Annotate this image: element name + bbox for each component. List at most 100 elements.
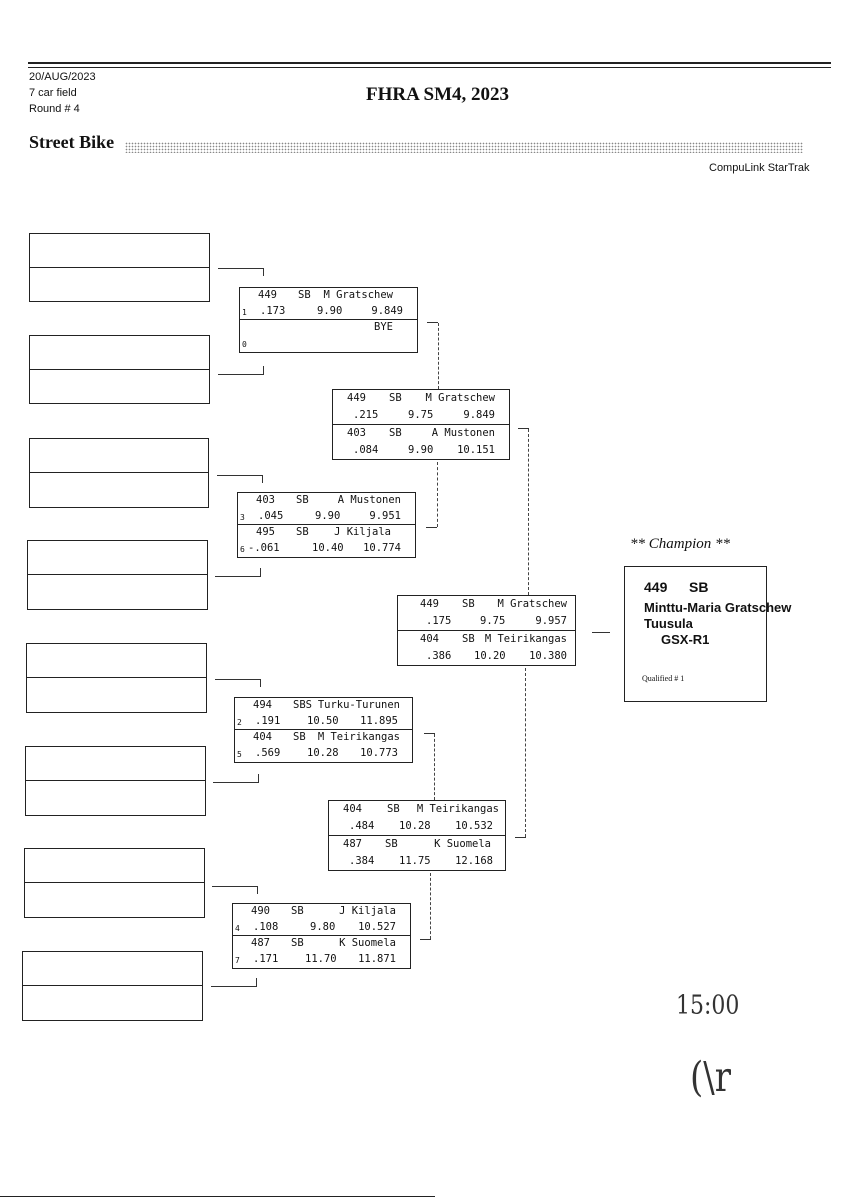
connector — [424, 733, 435, 734]
driver-name: K Suomela — [339, 937, 396, 949]
handwritten-initials: (\r — [690, 1054, 731, 1102]
dial-in: 10.28 — [307, 747, 339, 759]
dashed-connector — [525, 668, 526, 837]
connector — [213, 782, 259, 783]
class-name: Street Bike — [29, 132, 115, 152]
reaction-time: .386 — [426, 650, 452, 662]
round2-match-1: 449 SB M Gratschew .215 9.75 9.849 403 S… — [332, 389, 510, 460]
connector — [256, 978, 257, 986]
connector — [212, 886, 258, 887]
connector — [217, 475, 263, 476]
entry-slot: 487 SB K Suomela .384 11.75 12.168 — [329, 836, 505, 868]
dial-in: 10.40 — [312, 542, 344, 554]
round1-match-1: 449 SB M Gratschew 1 .173 9.90 9.849 BYE… — [239, 287, 418, 353]
reaction-time: .084 — [353, 444, 379, 456]
driver-name: A Mustonen — [337, 494, 401, 506]
connector — [257, 886, 258, 894]
elapsed-time: 11.871 — [358, 953, 396, 965]
class-code: SB — [389, 427, 402, 439]
round2-match-2: 404 SB M Teirikangas .484 10.28 10.532 4… — [328, 800, 506, 871]
class-code: SB — [462, 598, 475, 610]
class-dot-leader — [125, 142, 803, 153]
driver-name: M Teirikangas — [484, 633, 567, 645]
dial-in: 9.90 — [315, 510, 341, 522]
dial-in: 9.80 — [310, 921, 336, 933]
elapsed-time: 9.951 — [369, 510, 401, 522]
final-match: 449 SB M Gratschew .175 9.75 9.957 404 S… — [397, 595, 576, 666]
driver-name: A Mustonen — [431, 427, 495, 439]
software-credit: CompuLink StarTrak — [709, 162, 810, 174]
driver-name: J Kiljala — [339, 905, 396, 917]
dial-in: 10.20 — [474, 650, 506, 662]
car-number: 449 — [347, 392, 366, 404]
reaction-time: .191 — [255, 715, 281, 727]
field-size: 7 car field — [29, 87, 77, 99]
car-number: 404 — [343, 803, 362, 815]
elapsed-time: 9.957 — [535, 615, 567, 627]
reaction-time: .569 — [255, 747, 281, 759]
champion-vehicle: GSX-R1 — [661, 632, 710, 647]
dial-in: 11.75 — [399, 855, 431, 867]
class-code: SB — [389, 392, 402, 404]
car-number: 404 — [253, 731, 272, 743]
dashed-connector — [434, 734, 435, 800]
car-number: 487 — [343, 838, 362, 850]
dial-in: 9.90 — [408, 444, 434, 456]
top-rule-thick — [28, 62, 831, 64]
driver-name: BYE — [374, 321, 393, 333]
entry-slot: 404 SB M Teirikangas .386 10.20 10.380 — [398, 631, 575, 663]
empty-entry-box — [22, 951, 203, 1021]
connector — [263, 268, 264, 276]
dial-in: 9.75 — [480, 615, 506, 627]
round1-match-2: 403 SB A Mustonen 3 .045 9.90 9.951 495 … — [237, 492, 416, 558]
champion-qualified: Qualified # 1 — [642, 674, 685, 683]
entry-slot: 487 SB K Suomela 7 .171 11.70 11.871 — [233, 936, 410, 968]
elapsed-time: 10.774 — [363, 542, 401, 554]
round1-match-3: 494 SBS Turku-Turunen 2 .191 10.50 11.89… — [234, 697, 413, 763]
dashed-connector — [430, 873, 431, 939]
top-rule-thin — [28, 67, 831, 68]
dial-in: 10.50 — [307, 715, 339, 727]
dial-in: 10.28 — [399, 820, 431, 832]
connector — [592, 632, 610, 633]
dial-in: 11.70 — [305, 953, 337, 965]
class-code: SB — [293, 731, 306, 743]
reaction-time: .108 — [253, 921, 279, 933]
car-number: 449 — [420, 598, 439, 610]
elapsed-time: 10.380 — [529, 650, 567, 662]
reaction-time: .173 — [260, 305, 286, 317]
reaction-time: .384 — [349, 855, 375, 867]
connector — [218, 268, 264, 269]
driver-name: M Gratschew — [497, 598, 567, 610]
reaction-time: .045 — [258, 510, 284, 522]
connector — [426, 527, 437, 528]
entry-slot: 403 SB A Mustonen .084 9.90 10.151 — [333, 425, 509, 457]
car-number: 495 — [256, 526, 275, 538]
empty-entry-box — [29, 335, 210, 404]
dashed-connector — [528, 429, 529, 595]
class-code: SB — [296, 526, 309, 538]
car-number: 449 — [258, 289, 277, 301]
elapsed-time: 10.532 — [455, 820, 493, 832]
connector — [263, 366, 264, 374]
reaction-time: .484 — [349, 820, 375, 832]
class-code: SB — [298, 289, 311, 301]
empty-entry-box — [29, 233, 210, 302]
car-number: 487 — [251, 937, 270, 949]
car-number: 403 — [256, 494, 275, 506]
connector — [515, 837, 526, 838]
seed-number: 1 — [242, 308, 247, 317]
champion-label: ** Champion ** — [630, 536, 731, 552]
driver-name: M Teirikangas — [317, 731, 400, 743]
elapsed-time: 10.527 — [358, 921, 396, 933]
connector — [211, 986, 257, 987]
dial-in: 9.90 — [317, 305, 343, 317]
car-number: 490 — [251, 905, 270, 917]
entry-slot: 495 SB J Kiljala 6 -.061 10.40 10.774 — [238, 525, 415, 557]
empty-entry-box — [24, 848, 205, 918]
entry-slot: 490 SB J Kiljala 4 .108 9.80 10.527 — [233, 904, 410, 936]
empty-entry-box — [25, 746, 206, 816]
connector — [260, 568, 261, 576]
elapsed-time: 9.849 — [463, 409, 495, 421]
round-number: Round # 4 — [29, 103, 80, 115]
